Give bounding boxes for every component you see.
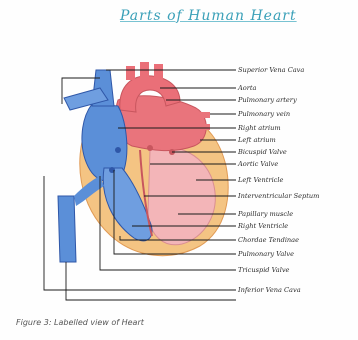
pulmonary-vein-stub-1: [196, 112, 210, 118]
label-pulmonary-vein: Pulmonary vein: [238, 110, 290, 118]
aortic-valve-marker: [147, 145, 153, 151]
aorta-branch-3: [154, 64, 163, 79]
label-right-ventricle: Right Ventricle: [238, 222, 288, 230]
label-left-atrium: Left atrium: [238, 136, 276, 144]
label-right-atrium: Right atrium: [238, 124, 281, 132]
label-tricuspid-valve: Tricuspid Valve: [238, 266, 289, 274]
inferior-vena-cava: [58, 196, 76, 262]
label-chordae-tendinae: Chordae Tendinae: [238, 236, 299, 244]
aorta-branch-1: [126, 66, 135, 80]
label-interventricular-septum: Interventricular Septum: [238, 192, 319, 200]
label-inferior-vena-cava: Inferior Vena Cava: [238, 286, 301, 294]
label-superior-vena-cava: Superior Vena Cava: [238, 66, 304, 74]
label-papillary-muscle: Papillary muscle: [238, 210, 293, 218]
label-pulmonary-artery: Pulmonary artery: [238, 96, 297, 104]
label-left-ventricle: Left Ventricle: [238, 176, 283, 184]
label-pulmonary-valve: Pulmonary Valve: [238, 250, 294, 258]
label-bicuspid-valve: Bicuspid Valve: [238, 148, 287, 156]
figure-caption: Figure 3: Labelled view of Heart: [16, 318, 144, 327]
label-aortic-valve: Aortic Valve: [238, 160, 278, 168]
label-aorta: Aorta: [238, 84, 256, 92]
pulmonary-valve-marker: [115, 147, 121, 153]
leader-left-ivc: [66, 262, 236, 300]
pulmonary-vein-stub-2: [196, 124, 210, 130]
